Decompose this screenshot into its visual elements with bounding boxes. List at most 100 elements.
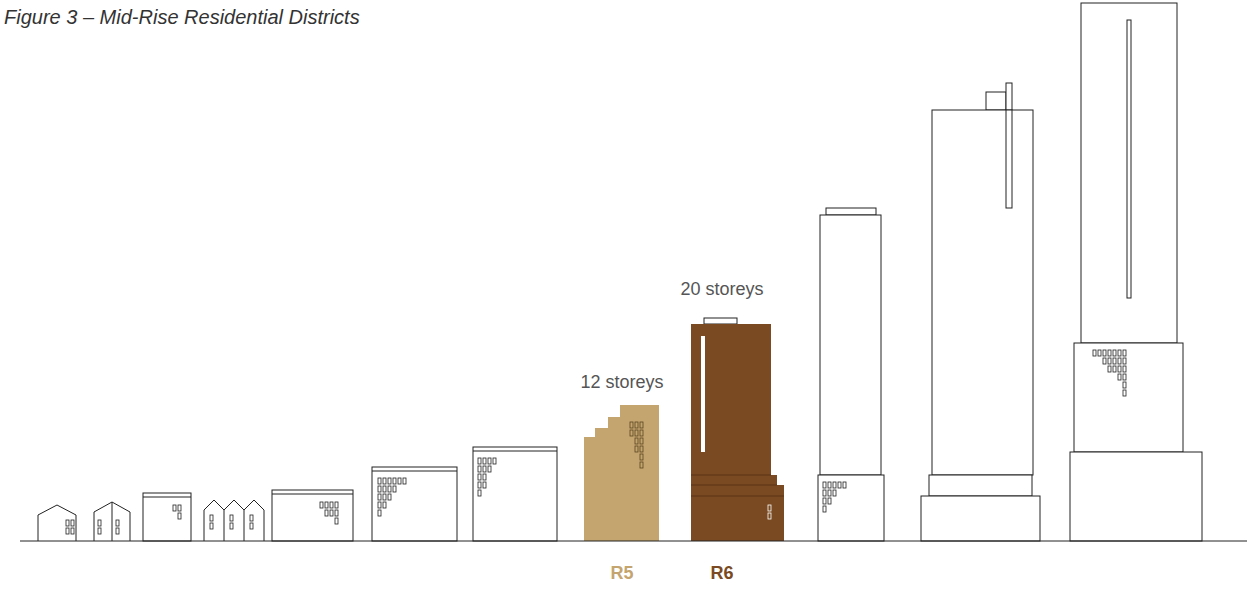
window bbox=[640, 422, 643, 428]
window bbox=[178, 513, 181, 519]
window bbox=[378, 486, 381, 492]
window bbox=[483, 482, 486, 488]
window bbox=[335, 502, 338, 508]
podium bbox=[921, 496, 1040, 541]
step-line bbox=[691, 496, 784, 497]
window bbox=[478, 474, 481, 480]
window bbox=[478, 482, 481, 488]
window bbox=[823, 506, 826, 512]
step-line bbox=[691, 485, 777, 486]
window bbox=[1123, 382, 1126, 388]
window bbox=[1123, 366, 1126, 372]
window bbox=[1113, 358, 1116, 364]
window bbox=[66, 528, 69, 534]
window bbox=[71, 528, 74, 534]
roof-line bbox=[143, 497, 191, 498]
window bbox=[833, 482, 836, 488]
window-slit bbox=[701, 336, 705, 452]
window bbox=[768, 513, 771, 519]
district-label: R5 bbox=[610, 563, 633, 584]
window bbox=[823, 498, 826, 504]
window bbox=[210, 515, 213, 521]
window bbox=[1118, 358, 1121, 364]
window bbox=[635, 430, 638, 436]
window bbox=[1123, 350, 1126, 356]
window bbox=[383, 494, 386, 500]
window bbox=[116, 528, 119, 534]
window bbox=[640, 438, 643, 444]
window bbox=[210, 523, 213, 529]
window bbox=[335, 510, 338, 516]
window bbox=[1108, 350, 1111, 356]
spire bbox=[1006, 110, 1012, 208]
low-rise-building bbox=[372, 467, 457, 541]
storey-count: 20 storeys bbox=[680, 279, 763, 300]
window bbox=[98, 528, 101, 534]
window bbox=[378, 494, 381, 500]
window bbox=[630, 430, 633, 436]
party-wall bbox=[112, 502, 113, 541]
window bbox=[388, 478, 391, 484]
house bbox=[38, 505, 76, 541]
window bbox=[250, 515, 253, 521]
window bbox=[640, 454, 643, 460]
spire bbox=[1006, 83, 1012, 208]
window bbox=[378, 502, 381, 508]
roof-cap bbox=[826, 208, 876, 215]
window bbox=[1098, 350, 1101, 356]
ground-line bbox=[20, 541, 1247, 542]
window bbox=[488, 458, 491, 464]
window bbox=[388, 486, 391, 492]
window bbox=[843, 482, 846, 488]
window bbox=[250, 523, 253, 529]
low-rise-building bbox=[473, 447, 557, 541]
window bbox=[378, 510, 381, 516]
tower bbox=[1081, 3, 1177, 343]
window bbox=[640, 462, 643, 468]
podium bbox=[1070, 452, 1202, 541]
window bbox=[1108, 366, 1111, 372]
window bbox=[1123, 374, 1126, 380]
roof-line bbox=[272, 494, 353, 495]
window bbox=[383, 486, 386, 492]
window bbox=[325, 502, 328, 508]
window bbox=[330, 502, 333, 508]
window bbox=[483, 466, 486, 472]
window bbox=[635, 438, 638, 444]
roof-line bbox=[473, 451, 557, 452]
tower bbox=[932, 110, 1033, 475]
window bbox=[768, 505, 771, 511]
window bbox=[833, 490, 836, 496]
window bbox=[828, 498, 831, 504]
window bbox=[1103, 350, 1106, 356]
podium-steps bbox=[691, 475, 784, 496]
window bbox=[403, 478, 406, 484]
window bbox=[478, 490, 481, 496]
window bbox=[383, 502, 386, 508]
window bbox=[1093, 350, 1096, 356]
window bbox=[823, 490, 826, 496]
podium bbox=[818, 475, 884, 541]
window bbox=[635, 446, 638, 452]
window-slit bbox=[1127, 20, 1131, 298]
window bbox=[493, 458, 496, 464]
rooftop-structure bbox=[986, 92, 1006, 110]
window bbox=[335, 518, 338, 524]
window bbox=[1113, 366, 1116, 372]
window bbox=[828, 482, 831, 488]
window bbox=[98, 520, 101, 526]
window bbox=[1118, 350, 1121, 356]
r6-tower bbox=[691, 324, 784, 541]
window bbox=[393, 478, 396, 484]
window bbox=[330, 510, 333, 516]
storey-count: 12 storeys bbox=[580, 372, 663, 393]
window bbox=[483, 474, 486, 480]
window-grids bbox=[66, 350, 1126, 534]
window bbox=[398, 478, 401, 484]
window bbox=[823, 482, 826, 488]
window bbox=[388, 494, 391, 500]
window bbox=[1118, 374, 1121, 380]
podium bbox=[929, 475, 1032, 496]
window bbox=[478, 466, 481, 472]
